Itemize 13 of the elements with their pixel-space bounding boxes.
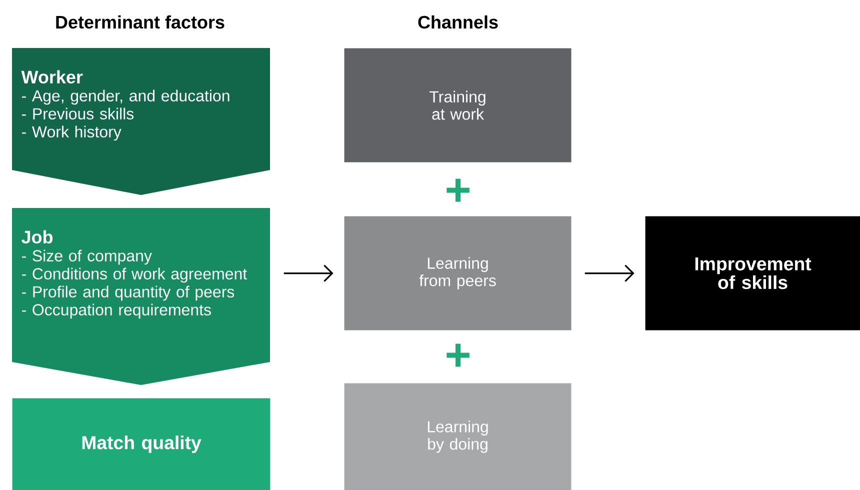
process-box: Learning by doing xyxy=(344,383,572,490)
plus-sign: + xyxy=(446,344,470,367)
result-box: Match quality xyxy=(12,398,270,490)
chevron-box: Worker - Age, gender, and education - Previous skills - Work history xyxy=(12,48,270,195)
process-box: Learning from peers xyxy=(344,216,572,330)
chevron-box: Job - Size of company - Conditions of work agreement - Profile and quantity of peers - Occupation requirements xyxy=(12,208,270,385)
plus-sign: + xyxy=(446,178,470,202)
column-heading: Channels xyxy=(418,15,498,29)
arrow xyxy=(584,264,634,282)
arrow xyxy=(284,264,334,282)
process-box: Training at work xyxy=(344,48,572,162)
result-box: Improvement of skills xyxy=(645,216,860,330)
column-heading: Determinant factors xyxy=(56,15,224,29)
